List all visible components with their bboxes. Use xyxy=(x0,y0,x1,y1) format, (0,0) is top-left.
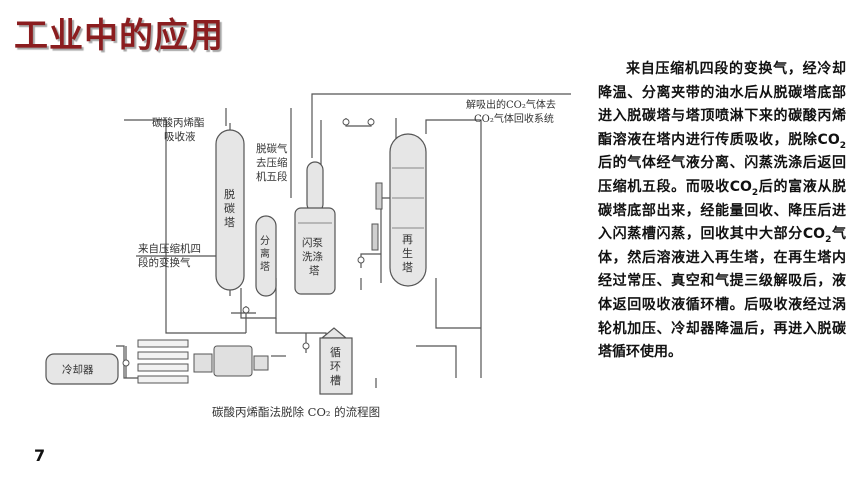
label-solvent-2: 吸收液 xyxy=(164,130,196,143)
label-decarb-3: 机五段 xyxy=(256,170,288,183)
heat-exchanger xyxy=(137,339,189,384)
label-tank-2: 环 xyxy=(330,360,341,373)
description-part-3: 后的富液从脱碳塔底部出来，经能量回收、降压后进入闪蒸槽闪蒸，回收其中大部分CO xyxy=(598,178,846,243)
turbine-pump xyxy=(193,345,269,377)
label-vent-2: CO₂气体回收系统 xyxy=(474,112,554,125)
page-number: 7 xyxy=(34,446,46,465)
label-regen-1: 再 xyxy=(402,233,413,246)
absorber-column xyxy=(215,123,245,296)
label-flash-1: 闪泵 xyxy=(302,236,323,249)
label-decarb-1: 脱碳气 xyxy=(256,142,288,155)
description-part-2: 后的气体经气液分离、闪蒸洗涤后返回压缩机五段。而吸收CO xyxy=(598,155,846,195)
label-tank-1: 循 xyxy=(330,346,341,359)
slide-title: 工业中的应用 xyxy=(14,16,224,56)
label-absorber-1: 脱 xyxy=(224,187,235,201)
description-part-4: 气体，然后溶液进入再生塔，在再生塔内经过常压、真空和气提三级解吸后，液体返回吸收… xyxy=(598,226,846,361)
label-tank-3: 槽 xyxy=(330,374,341,387)
separator-column xyxy=(255,215,277,297)
label-flash-3: 塔 xyxy=(309,264,320,277)
co2-subscript-2: 2 xyxy=(751,187,759,198)
process-description: 来自压缩机四段的变换气，经冷却降温、分离夹带的油水后从脱碳塔底部进入脱碳塔与塔顶… xyxy=(598,58,846,365)
description-part-1: 来自压缩机四段的变换气，经冷却降温、分离夹带的油水后从脱碳塔底部进入脱碳塔与塔顶… xyxy=(598,61,846,148)
label-regen-3: 塔 xyxy=(402,261,413,274)
label-feed-1: 来自压缩机四 xyxy=(138,242,201,255)
label-absorber-2: 碳 xyxy=(224,201,235,215)
co2-subscript-3: 2 xyxy=(825,234,832,245)
regenerator-column xyxy=(371,133,427,287)
label-separator-1: 分 xyxy=(260,235,270,247)
label-solvent-1: 碳酸丙烯酯 xyxy=(152,116,205,129)
label-flash-2: 洗涤 xyxy=(302,250,323,263)
circulation-tank xyxy=(319,327,353,395)
label-separator-2: 离 xyxy=(260,247,270,260)
diagram-caption: 碳酸丙烯酯法脱除 CO₂ 的流程图 xyxy=(212,405,380,419)
label-vent-1: 解吸出的CO₂气体去 xyxy=(466,98,556,111)
label-absorber-3: 塔 xyxy=(224,216,235,229)
label-separator-3: 塔 xyxy=(260,260,270,273)
co2-subscript-1: 2 xyxy=(839,140,846,151)
label-decarb-2: 去压缩 xyxy=(256,156,288,169)
label-cooler: 冷却器 xyxy=(62,363,94,376)
flash-column xyxy=(294,161,336,295)
valves xyxy=(122,118,375,367)
label-regen-2: 生 xyxy=(402,246,413,260)
label-feed-2: 段的变换气 xyxy=(138,256,191,269)
cooler xyxy=(45,353,119,385)
process-flow-diagram: 碳酸丙烯酯 吸收液 来自压缩机四 段的变换气 脱碳气 去压缩 机五段 解吸出的C… xyxy=(45,93,571,419)
